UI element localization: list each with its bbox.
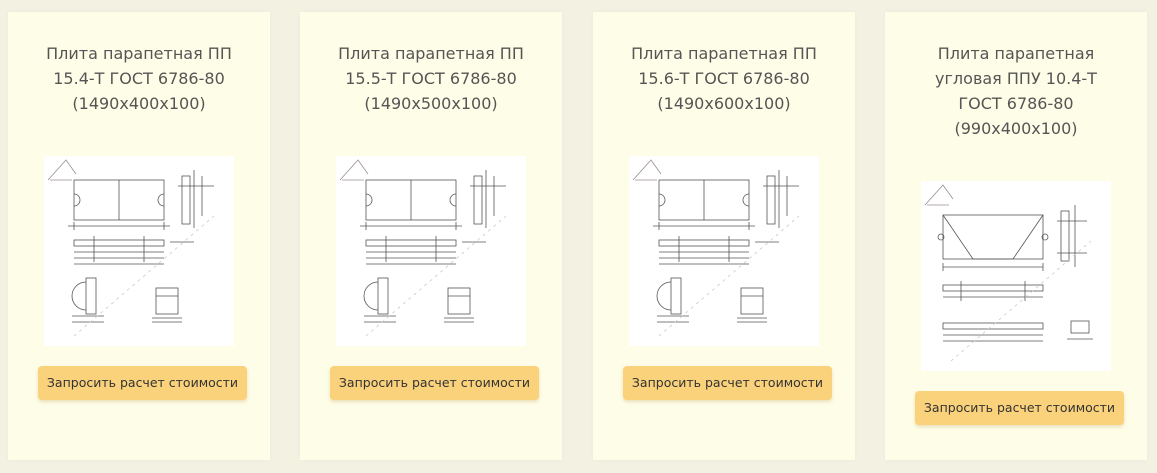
technical-drawing-parapet-slab-icon xyxy=(47,159,215,337)
product-title: Плита парапетная угловая ППУ 10.4-Т ГОСТ… xyxy=(935,44,1097,138)
product-card: Плита парапетная угловая ППУ 10.4-Т ГОСТ… xyxy=(885,12,1147,460)
technical-drawing-corner-parapet-slab-icon xyxy=(924,184,1093,362)
product-card: Плита парапетная ПП 15.4-Т ГОСТ 6786-80 … xyxy=(8,12,270,460)
technical-drawing-parapet-slab-icon xyxy=(339,159,507,337)
request-price-button[interactable]: Запросить расчет стоимости xyxy=(38,366,247,400)
product-title: Плита парапетная ПП 15.5-Т ГОСТ 6786-80 … xyxy=(338,44,524,113)
product-card: Плита парапетная ПП 15.6-Т ГОСТ 6786-80 … xyxy=(593,12,855,460)
technical-drawing-image[interactable] xyxy=(629,156,819,346)
request-price-button[interactable]: Запросить расчет стоимости xyxy=(915,391,1124,425)
technical-drawing-image[interactable] xyxy=(44,156,234,346)
product-title: Плита парапетная ПП 15.6-Т ГОСТ 6786-80 … xyxy=(631,44,817,113)
technical-drawing-image[interactable] xyxy=(336,156,526,346)
request-price-button[interactable]: Запросить расчет стоимости xyxy=(623,366,832,400)
technical-drawing-image[interactable] xyxy=(921,181,1111,371)
technical-drawing-parapet-slab-icon xyxy=(632,159,800,337)
request-price-button[interactable]: Запросить расчет стоимости xyxy=(330,366,539,400)
product-title: Плита парапетная ПП 15.4-Т ГОСТ 6786-80 … xyxy=(46,44,232,113)
product-card: Плита парапетная ПП 15.5-Т ГОСТ 6786-80 … xyxy=(300,12,562,460)
